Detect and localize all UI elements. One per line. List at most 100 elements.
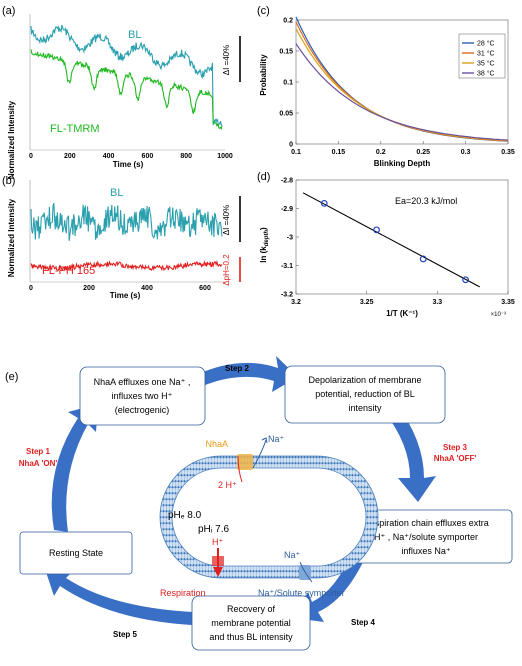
step4-label: Step 4 xyxy=(351,618,376,627)
panel-d-yticks: -2.8-2.9-3-3.1-3.2 xyxy=(281,178,299,299)
panel-c-legend-entries: 28 °C31 °C35 °C38 °C xyxy=(462,40,495,78)
na-in-label: Na⁺ xyxy=(284,550,301,560)
box-step4-line2: membrane potential xyxy=(211,618,291,628)
panel-d-ytick: -3.1 xyxy=(281,263,293,270)
symporter-label: Na⁺/Solute symporter xyxy=(258,588,345,598)
panel-c-ytick: 0.15 xyxy=(279,49,293,56)
arrow-step3 xyxy=(383,402,436,502)
box-step4 xyxy=(191,595,311,651)
panel-a-xticks: 0 200 400 600 800 1000 xyxy=(29,153,233,160)
panel-d-annotation: Ea=20.3 kJ/mol xyxy=(395,196,457,206)
box-step1-line2: influxes two H⁺ xyxy=(112,391,173,401)
panel-c-legend-entry: 35 °C xyxy=(477,60,495,68)
panel-b-xticks: 0 200 400 600 xyxy=(29,285,211,292)
panel-b-xtick: 400 xyxy=(141,285,153,292)
respiration-complex xyxy=(212,556,224,566)
panel-a-xtick: 800 xyxy=(180,153,192,160)
panel-c-legend-box xyxy=(458,33,506,79)
step3-sub-label: NhaA 'OFF' xyxy=(434,454,477,463)
box-step4-line1: Recovery of xyxy=(227,604,276,614)
panel-a-scalebar-label: ΔI =40% xyxy=(222,45,231,75)
panel-b-ylabel: Normalized Intensity xyxy=(7,198,16,277)
panel-d-xticks: 3.2 3.25 3.3 3.35 xyxy=(291,291,515,306)
panel-d-data-point xyxy=(373,226,380,234)
ph-in-label: pHᵢ 7.6 xyxy=(198,524,229,535)
na-out-label: Na⁺ xyxy=(268,434,285,444)
box-step5 xyxy=(19,531,133,575)
panel-c-ytick: 0.05 xyxy=(279,111,293,118)
panel-b-ph-scalebar-label: ΔpH=0.2 xyxy=(222,254,231,286)
panel-a-xlabel: Time (s) xyxy=(113,160,144,169)
nhaa-transporter xyxy=(237,454,253,470)
box-step2 xyxy=(284,365,446,424)
step1-sub-label: NhaA 'ON' xyxy=(19,459,58,468)
panel-c-ytick: 0 xyxy=(289,142,293,149)
panel-c-xtick: 0.1 xyxy=(291,149,301,156)
panel-b-ph-trace xyxy=(30,259,223,272)
panel-a: (a) Normalized Intensity 0 200 400 600 8… xyxy=(2,5,241,179)
panel-d-label: (d) xyxy=(257,171,270,183)
panel-a-ylabel: Normalized Intensity xyxy=(7,100,16,179)
ph-out-label: pHₑ 8.0 xyxy=(168,510,202,521)
step3-label: Step 3 xyxy=(443,443,468,452)
panel-d-xtick: 3.25 xyxy=(360,299,374,306)
panel-c-legend-entry: 31 °C xyxy=(477,50,495,58)
step1-label: Step 1 xyxy=(26,447,51,456)
panel-d-xlabel: 1/T (K⁻¹) xyxy=(386,309,418,318)
panel-c-xlabel: Blinking Depth xyxy=(374,159,431,168)
panel-a-fl-label: FL-TMRM xyxy=(50,123,100,135)
panel-b-bl-label: BL xyxy=(110,187,123,199)
panel-d-data-point xyxy=(462,276,470,284)
panel-b-xtick: 0 xyxy=(29,285,33,292)
box-step4-line3: and thus BL intensity xyxy=(209,632,293,642)
panel-a-xtick: 200 xyxy=(64,153,76,160)
box-step1-line3: (electrogenic) xyxy=(115,405,170,415)
box-step3-line2: H⁺ , Na⁺/solute symporter xyxy=(374,532,478,542)
arrow-step1 xyxy=(51,404,98,532)
panel-b-xtick: 200 xyxy=(83,285,95,292)
panel-d-xtick: 3.35 xyxy=(501,299,515,306)
step5-label: Step 5 xyxy=(113,630,138,639)
panel-c-ytick: 0.2 xyxy=(283,18,293,25)
panel-d-xscale-note: ×10⁻³ xyxy=(491,312,506,318)
panel-b-scalebar-label: ΔI =40% xyxy=(222,205,231,235)
respiration-arrowhead xyxy=(213,567,223,577)
panel-c-xtick: 0.25 xyxy=(416,149,430,156)
panel-d-fit-line xyxy=(302,192,480,288)
panel-d-points xyxy=(320,199,470,284)
panel-c-label: (c) xyxy=(257,5,270,17)
panel-c-xtick: 0.3 xyxy=(461,149,471,156)
panel-a-xtick: 1000 xyxy=(217,153,233,160)
panel-a-label: (a) xyxy=(2,5,15,17)
panel-e: (e) Step 2 Step 3 NhaA 'OFF' Step 4 Step… xyxy=(5,356,513,651)
panel-c-series-line xyxy=(295,43,509,141)
panel-a-xtick: 400 xyxy=(103,153,115,160)
panel-c-series xyxy=(295,16,509,142)
box-step2-line2: potential, reduction of BL xyxy=(315,389,415,399)
panel-c-xtick: 0.35 xyxy=(501,149,515,156)
inner-membrane xyxy=(171,467,367,567)
panel-c-legend: 28 °C31 °C35 °C38 °C xyxy=(458,33,506,79)
panel-d-xtick: 3.3 xyxy=(432,299,442,306)
panel-c-legend-entry: 38 °C xyxy=(477,70,495,78)
panel-d-data-point xyxy=(320,199,328,207)
h-plus-label: H⁺ xyxy=(212,537,223,547)
panel-c-yticks: 0 0.05 0.1 0.15 0.2 xyxy=(279,18,299,149)
panel-a-fl-trace xyxy=(30,49,223,131)
panel-d-ytick: -3 xyxy=(287,235,293,242)
panel-a-bl-trace xyxy=(30,24,223,127)
panel-a-xtick: 0 xyxy=(29,153,33,160)
panel-b-xlabel: Time (s) xyxy=(110,291,141,300)
panel-c-ytick: 0.1 xyxy=(283,80,293,87)
panel-c-xtick: 0.2 xyxy=(376,149,386,156)
two-h-label: 2 H⁺ xyxy=(218,480,237,490)
panel-c-ylabel: Probability xyxy=(259,54,268,96)
panel-a-bl-label: BL xyxy=(128,29,141,41)
panel-b-bl-trace xyxy=(30,203,223,241)
na-influx-arrow xyxy=(299,561,313,583)
panel-d-xtick: 3.2 xyxy=(291,299,301,306)
panel-d-ytick: -2.8 xyxy=(281,178,293,185)
